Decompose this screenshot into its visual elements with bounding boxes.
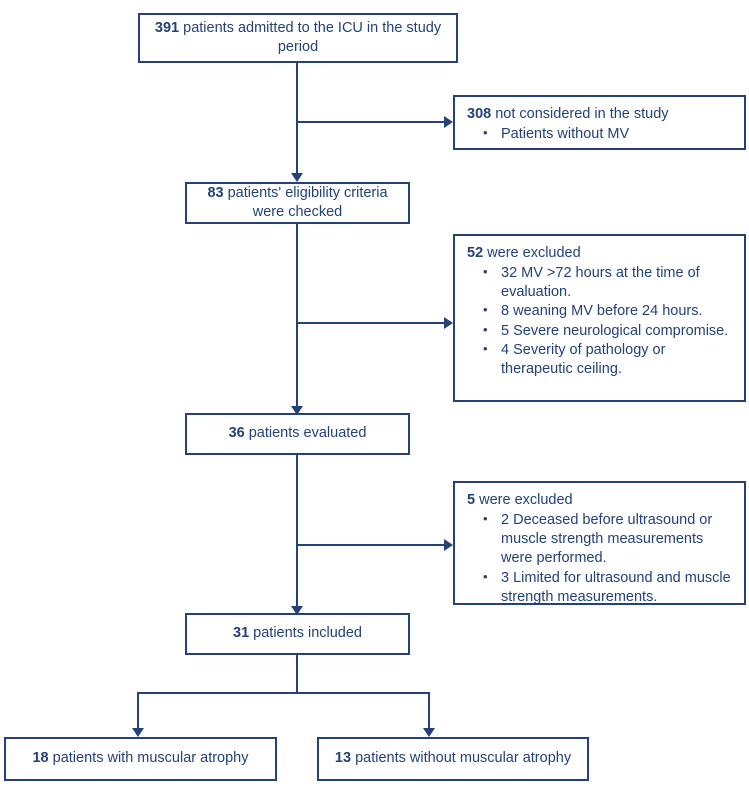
list-item-text: 8 weaning MV before 24 hours. <box>501 303 703 320</box>
arrowhead-with-atrophy <box>132 728 144 737</box>
bullet-icon: • <box>483 302 488 318</box>
bullet-icon: • <box>483 264 488 280</box>
node-without-atrophy: 13 patients without muscular atrophy <box>317 737 589 781</box>
list-item-text: 3 Limited for ultrasound and muscle stre… <box>501 569 731 605</box>
arrowhead-evaluated <box>291 406 303 415</box>
node-excluded-52-items: • 32 MV >72 hours at the time of evaluati… <box>467 264 734 379</box>
node-excluded-5: 5 were excluded • 2 Deceased before ultra… <box>453 481 746 605</box>
arrowhead-not-considered <box>444 116 453 128</box>
arrowhead-excluded-5 <box>444 539 453 551</box>
node-excluded-5-items: • 2 Deceased before ultrasound or muscle … <box>467 511 734 607</box>
node-admitted-text: 391 patients admitted to the ICU in the … <box>148 19 448 57</box>
node-not-considered-heading: 308 not considered in the study <box>467 105 734 124</box>
connector-evaluated-to-included <box>296 455 298 606</box>
bullet-icon: • <box>483 511 488 527</box>
node-with-atrophy-count: 18 <box>32 750 49 767</box>
list-item: • 5 Severe neurological compromise. <box>481 322 734 341</box>
list-item: • 8 weaning MV before 24 hours. <box>481 302 734 321</box>
node-with-atrophy: 18 patients with muscular atrophy <box>4 737 277 781</box>
connector-admitted-to-eligibility <box>296 63 298 173</box>
node-eligibility-text: 83 patients' eligibility criteria were c… <box>195 184 400 222</box>
node-not-considered-items: • Patients without MV <box>467 125 734 144</box>
node-included-label: patients included <box>249 625 362 642</box>
arrowhead-eligibility <box>291 173 303 182</box>
list-item: • 3 Limited for ultrasound and muscle str… <box>481 569 734 607</box>
node-excluded-5-count: 5 <box>467 492 476 508</box>
bullet-icon: • <box>483 568 488 584</box>
node-eligibility: 83 patients' eligibility criteria were c… <box>185 182 410 224</box>
bullet-icon: • <box>483 321 488 337</box>
bullet-icon: • <box>483 125 488 141</box>
node-eligibility-label: patients' eligibility criteria were chec… <box>223 184 388 220</box>
connector-included-split <box>137 692 430 694</box>
node-evaluated: 36 patients evaluated <box>185 413 410 455</box>
arrowhead-without-atrophy <box>423 728 435 737</box>
list-item-text: Patients without MV <box>501 126 630 143</box>
node-excluded-52-label: were excluded <box>483 245 581 261</box>
node-excluded-5-heading: 5 were excluded <box>467 491 734 510</box>
list-item-text: 2 Deceased before ultrasound or muscle s… <box>501 512 713 567</box>
node-included-count: 31 <box>233 625 250 642</box>
node-included-text: 31 patients included <box>233 624 362 643</box>
arrowhead-excluded-52 <box>444 317 453 329</box>
node-without-atrophy-count: 13 <box>334 750 352 767</box>
list-item-text: 5 Severe neurological compromise. <box>501 322 729 339</box>
node-eligibility-count: 83 <box>207 184 224 201</box>
node-excluded-52: 52 were excluded • 32 MV >72 hours at the… <box>453 234 746 402</box>
list-item-text: 32 MV >72 hours at the time of evaluatio… <box>501 265 700 301</box>
connector-evaluated-to-excluded-5 <box>296 544 444 546</box>
node-not-considered-label: not considered in the study <box>491 106 669 122</box>
arrowhead-included <box>291 606 303 615</box>
node-included: 31 patients included <box>185 613 410 655</box>
node-not-considered: 308 not considered in the study • Patient… <box>453 95 746 150</box>
list-item: • 2 Deceased before ultrasound or muscle … <box>481 511 734 568</box>
connector-to-with-atrophy <box>137 692 139 728</box>
list-item-text: 4 Severity of pathology or therapeutic c… <box>501 341 666 377</box>
node-without-atrophy-label: patients without muscular atrophy <box>351 750 572 767</box>
bullet-icon: • <box>483 340 488 356</box>
list-item: • 32 MV >72 hours at the time of evaluati… <box>481 264 734 302</box>
node-evaluated-count: 36 <box>228 425 245 442</box>
list-item: • Patients without MV <box>481 125 734 144</box>
node-not-considered-count: 308 <box>467 106 492 122</box>
node-evaluated-text: 36 patients evaluated <box>229 424 367 443</box>
list-item: • 4 Severity of pathology or therapeutic … <box>481 341 734 379</box>
connector-admitted-to-not-considered <box>296 121 444 123</box>
node-with-atrophy-text: 18 patients with muscular atrophy <box>32 749 248 768</box>
node-without-atrophy-text: 13 patients without muscular atrophy <box>335 749 571 768</box>
node-excluded-52-heading: 52 were excluded <box>467 244 734 263</box>
node-admitted-label: patients admitted to the ICU in the stud… <box>179 19 442 55</box>
node-excluded-52-count: 52 <box>467 245 484 261</box>
node-with-atrophy-label: patients with muscular atrophy <box>48 750 249 767</box>
connector-included-stem <box>296 655 298 694</box>
connector-eligibility-to-evaluated <box>296 224 298 406</box>
node-admitted: 391 patients admitted to the ICU in the … <box>138 13 458 63</box>
node-excluded-5-label: were excluded <box>475 492 573 508</box>
node-evaluated-label: patients evaluated <box>244 425 367 442</box>
node-admitted-count: 391 <box>154 19 180 36</box>
connector-to-without-atrophy <box>428 692 430 728</box>
connector-eligibility-to-excluded-52 <box>296 322 444 324</box>
